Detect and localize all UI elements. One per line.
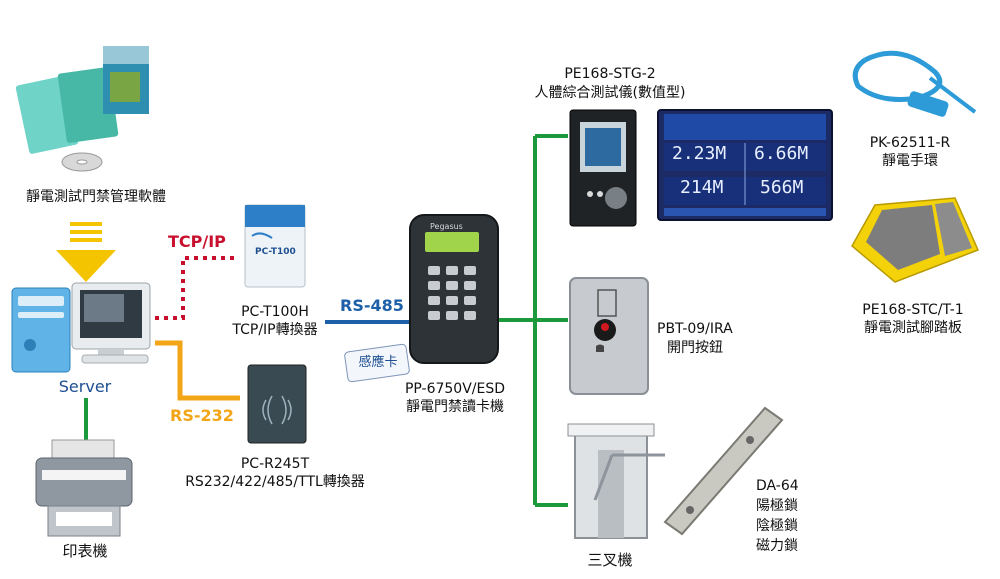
device-bus-connection (492, 134, 568, 507)
lock-model: DA-64 (756, 478, 799, 494)
tester-unit-image (569, 109, 637, 227)
proximity-card-image (344, 343, 410, 383)
rs232-tag: RS-232 (170, 406, 234, 425)
printer-image (35, 439, 133, 537)
lock-type-3: 磁力鎖 (756, 538, 798, 554)
footplate-desc: 靜電測試腳踏板 (864, 320, 962, 336)
electric-lock-image (663, 406, 784, 536)
foot-plate-image (851, 197, 980, 283)
rs485-tag: RS-485 (340, 296, 404, 315)
pc-t100h-image (244, 204, 306, 288)
button-desc: 開門按鈕 (667, 340, 723, 356)
wrist-desc: 靜電手環 (882, 153, 938, 169)
exit-button-image (569, 277, 649, 395)
tester-reading-3: 214M (680, 177, 724, 198)
software-label: 靜電測試門禁管理軟體 (26, 189, 166, 205)
footplate-model: PE168-STC/T-1 (862, 302, 964, 318)
wrist-strap-image (852, 50, 977, 117)
wrist-model: PK-62511-R (869, 135, 951, 151)
reader-brand-text: Pegasus (430, 222, 463, 231)
turnstile-image (567, 423, 665, 539)
button-model: PBT-09/IRA (657, 321, 733, 337)
card-reader-image (409, 214, 499, 364)
reader-desc: 靜電門禁讀卡機 (406, 399, 504, 415)
pc-r245t-model: PC-R245T (240, 456, 310, 472)
down-arrow-icon (56, 222, 116, 282)
printer-label: 印表機 (62, 542, 108, 560)
turnstile-label: 三叉機 (587, 551, 633, 569)
tester-reading-1: 2.23M (672, 143, 727, 164)
reader-model: PP-6750V/ESD (404, 381, 506, 397)
tcp-ip-connection (155, 256, 238, 320)
lock-type-1: 陽極鎖 (756, 498, 798, 514)
tcp-ip-tag: TCP/IP (168, 232, 226, 251)
pc-r245t-image (247, 364, 307, 444)
card-label: 感應卡 (358, 355, 398, 370)
pc-t100h-model: PC-T100H (241, 304, 309, 320)
server-image (11, 282, 151, 373)
tester-model: PE168-STG-2 (564, 66, 656, 82)
server-label: Server (58, 377, 112, 396)
tester-reading-2: 6.66M (754, 143, 809, 164)
software-package-image (15, 46, 149, 172)
pc-t100h-device-text: PC-T100 (255, 247, 296, 257)
lock-type-2: 陰極鎖 (756, 518, 798, 534)
tester-display-image (657, 109, 833, 221)
tester-desc: 人體綜合測試儀(數值型) (534, 85, 686, 101)
pc-t100h-desc: TCP/IP轉換器 (232, 322, 318, 338)
pc-r245t-desc: RS232/422/485/TTL轉換器 (185, 474, 365, 490)
tester-reading-4: 566M (760, 177, 804, 198)
rs232-connection (155, 340, 240, 401)
